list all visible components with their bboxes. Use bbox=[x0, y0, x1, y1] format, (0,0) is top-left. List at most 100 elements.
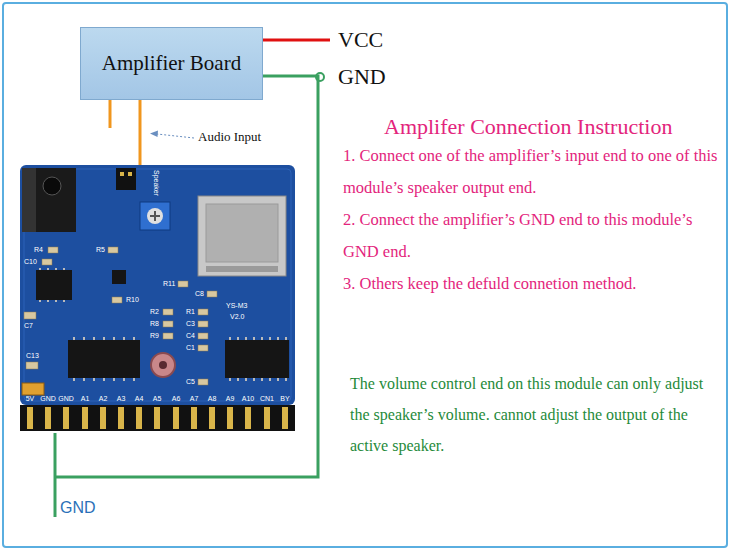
smd-part bbox=[198, 321, 208, 327]
component-label: C3 bbox=[186, 320, 195, 327]
pin-header bbox=[100, 407, 106, 429]
smd-part bbox=[112, 297, 122, 303]
pin-header bbox=[45, 407, 51, 429]
chip-pins bbox=[47, 268, 49, 270]
speaker-header bbox=[128, 172, 132, 176]
smd-part bbox=[163, 333, 173, 339]
component-label: C13 bbox=[26, 352, 39, 359]
speaker-header bbox=[116, 168, 136, 190]
chip-pins bbox=[113, 337, 115, 340]
chip-pins bbox=[63, 268, 65, 270]
leader-arrow bbox=[150, 131, 194, 139]
pin-header bbox=[282, 407, 288, 429]
chip-pins bbox=[133, 337, 135, 340]
chip-pins bbox=[245, 337, 247, 340]
pin-label: CN1 bbox=[260, 395, 274, 402]
pin-header bbox=[245, 407, 251, 429]
pin-header bbox=[27, 407, 288, 429]
component-label: R8 bbox=[150, 320, 159, 327]
component-label: C7 bbox=[24, 322, 33, 329]
component-label: C8 bbox=[195, 290, 204, 297]
chip bbox=[36, 270, 289, 378]
chip-pins bbox=[253, 378, 255, 381]
chip bbox=[36, 270, 72, 300]
component-label: R5 bbox=[96, 246, 105, 253]
pin-label: A7 bbox=[190, 395, 199, 402]
chip-pins bbox=[83, 337, 85, 340]
pin-header bbox=[227, 407, 233, 429]
headphone-jack bbox=[22, 168, 76, 232]
smd-part bbox=[24, 247, 217, 385]
chip-pins bbox=[245, 378, 247, 381]
smd-part bbox=[42, 259, 52, 265]
ground-wire bbox=[54, 433, 57, 517]
chip-pins bbox=[103, 337, 105, 340]
chip-pins bbox=[103, 378, 105, 381]
instruction-step: 3. Others keep the defuld connetion meth… bbox=[343, 268, 721, 300]
chip-pins bbox=[123, 378, 125, 381]
pin-header bbox=[264, 407, 270, 429]
chip-pins bbox=[39, 268, 41, 270]
input-label: Audio Input bbox=[198, 130, 261, 143]
pin-header bbox=[63, 407, 69, 429]
chip bbox=[112, 270, 126, 284]
leader-arrow bbox=[157, 134, 194, 138]
chip-pins bbox=[47, 300, 49, 302]
smd-part bbox=[198, 379, 208, 385]
chip-pins bbox=[133, 378, 135, 381]
buzzer bbox=[159, 361, 167, 369]
diagram-title: Amplifer Connection Instruction bbox=[384, 116, 672, 138]
volume-pot bbox=[147, 208, 163, 224]
speaker-header bbox=[120, 172, 124, 176]
sd-card-slot bbox=[198, 196, 286, 276]
chip-pins bbox=[253, 337, 255, 340]
chip-pins bbox=[113, 378, 115, 381]
chip bbox=[68, 340, 140, 378]
component-label: R11 bbox=[163, 280, 175, 287]
chip-pins bbox=[123, 337, 125, 340]
instruction-step: 1. Connect one of the amplifier’s input … bbox=[343, 140, 721, 204]
pin-header bbox=[118, 407, 124, 429]
chip-pins bbox=[269, 378, 271, 381]
chip-pins bbox=[237, 378, 239, 381]
speaker-header bbox=[116, 168, 136, 190]
board-name: YS-M3 bbox=[226, 302, 247, 309]
capacitor bbox=[22, 383, 44, 395]
chip-pins bbox=[40, 268, 286, 381]
chip-pins bbox=[285, 337, 287, 340]
chip-pins bbox=[83, 378, 85, 381]
buzzer bbox=[151, 353, 175, 377]
sd-card-slot bbox=[206, 204, 278, 262]
leader-arrow bbox=[150, 131, 158, 138]
chip-pins bbox=[277, 337, 279, 340]
chip-pins bbox=[55, 268, 57, 270]
module-board bbox=[20, 165, 295, 405]
pin-header bbox=[20, 405, 295, 431]
supply-label: VCC bbox=[338, 29, 383, 51]
component-label: C10 bbox=[24, 258, 37, 265]
pin-header bbox=[154, 407, 160, 429]
sd-card-slot bbox=[206, 266, 278, 272]
pin-label: A4 bbox=[135, 395, 144, 402]
pin-label: A6 bbox=[172, 395, 181, 402]
pin-label: A2 bbox=[99, 395, 108, 402]
smd-part bbox=[178, 281, 188, 287]
smd-part bbox=[207, 291, 217, 297]
chip-pins bbox=[229, 378, 231, 381]
headphone-jack bbox=[22, 168, 36, 232]
pin-header bbox=[136, 407, 142, 429]
module-board bbox=[20, 165, 295, 405]
chip-pins bbox=[39, 300, 41, 302]
instruction-step: 2. Connect the amplifier’s GND end to th… bbox=[343, 204, 721, 268]
box-label: Amplifier Board bbox=[102, 52, 241, 75]
smd-part bbox=[108, 247, 118, 253]
audio-wire bbox=[109, 100, 112, 128]
pin-header bbox=[82, 407, 88, 429]
smd-part bbox=[198, 345, 208, 351]
pin-label: A9 bbox=[226, 395, 235, 402]
ground-wire bbox=[316, 73, 324, 81]
chip-pins bbox=[261, 378, 263, 381]
chip-pins bbox=[63, 300, 65, 302]
volume-pot bbox=[140, 202, 170, 230]
